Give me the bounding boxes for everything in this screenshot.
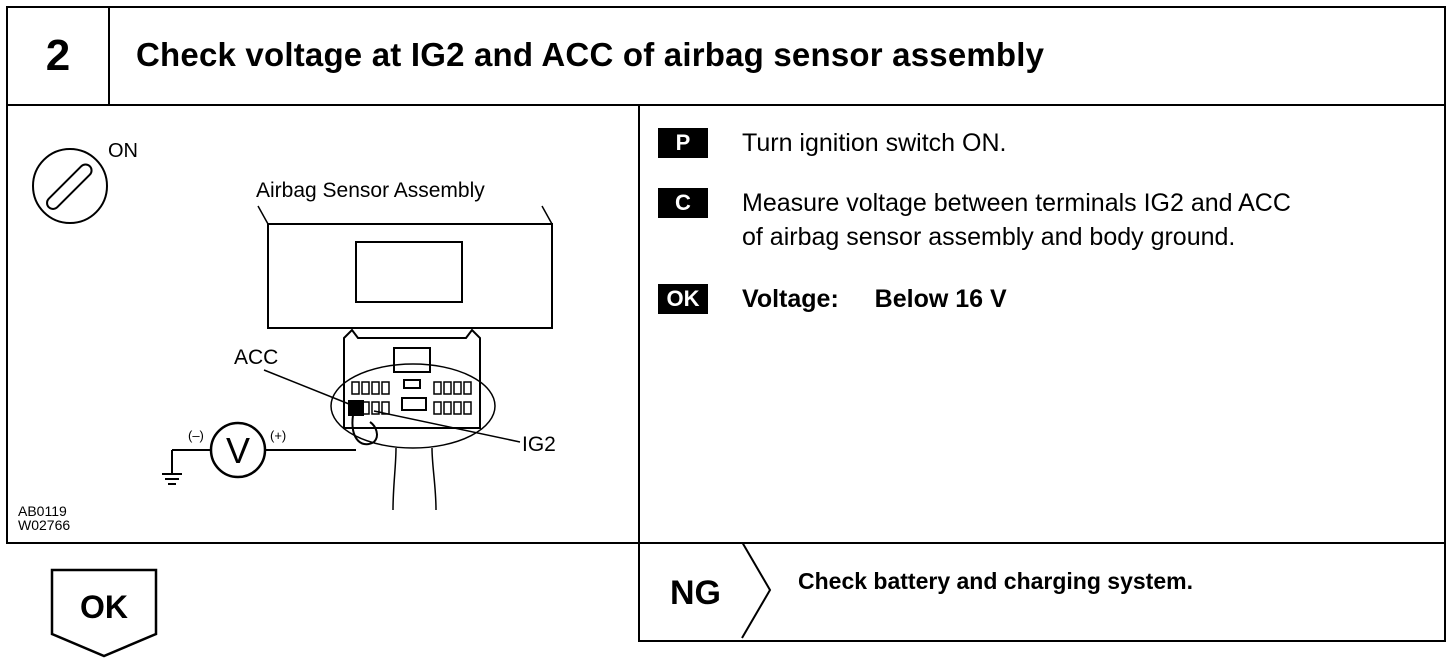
spec-label: Voltage: <box>742 285 839 313</box>
ok-result-label: OK <box>80 589 128 625</box>
ng-action: Check battery and charging system. <box>798 568 1193 594</box>
assembly-label: Airbag Sensor Assembly <box>256 179 485 202</box>
wiring-diagram: ON Airbag Sensor Assembly ACC IG2 V <box>32 140 556 511</box>
connector-pin <box>463 381 472 395</box>
ng-label: NG <box>670 574 721 612</box>
on-label: ON <box>108 140 138 162</box>
ok-tag: OK <box>658 284 708 314</box>
procedure-panel: P Turn ignition switch ON. C Measure vol… <box>638 104 1446 544</box>
spec-value: Below 16 V <box>874 285 1007 313</box>
minus-label: (–) <box>188 428 204 443</box>
connector-pin <box>443 381 452 395</box>
ok-spec: Voltage: Below 16 V <box>742 282 1007 316</box>
connector-pin <box>453 381 462 395</box>
check-tag: C <box>658 188 708 218</box>
figure-code: AB0119 W02766 <box>18 503 71 533</box>
check-text: Measure voltage between terminals IG2 an… <box>742 189 1291 251</box>
step-header: 2 Check voltage at IG2 and ACC of airbag… <box>6 6 1446 106</box>
connector-pin <box>433 381 442 395</box>
ground-icon <box>162 450 182 485</box>
connector-pin <box>371 401 380 415</box>
connector-pin <box>433 401 442 415</box>
connector-pin <box>371 381 380 395</box>
connector-pin <box>463 401 472 415</box>
ng-arrow <box>741 542 772 639</box>
ig2-label: IG2 <box>522 433 556 456</box>
connector <box>343 328 481 429</box>
acc-label: ACC <box>234 346 278 369</box>
step-number: 2 <box>8 8 110 104</box>
prep-tag: P <box>658 128 708 158</box>
ignition-switch-icon <box>32 148 108 224</box>
prep-text: Turn ignition switch ON. <box>742 129 1007 157</box>
sensor-assembly <box>267 223 553 329</box>
connector-pin <box>381 381 390 395</box>
ng-result: NG Check battery and charging system. <box>638 542 1446 642</box>
connector-pin <box>351 381 360 395</box>
ok-arrow: OK <box>50 568 158 658</box>
plus-label: (+) <box>270 428 286 443</box>
connector-pin <box>361 381 370 395</box>
connector-pin <box>443 401 452 415</box>
step-title: Check voltage at IG2 and ACC of airbag s… <box>136 36 1045 73</box>
figure-panel: ON Airbag Sensor Assembly ACC IG2 V <box>6 104 640 544</box>
voltmeter-label: V <box>226 430 250 471</box>
connector-pin <box>453 401 462 415</box>
